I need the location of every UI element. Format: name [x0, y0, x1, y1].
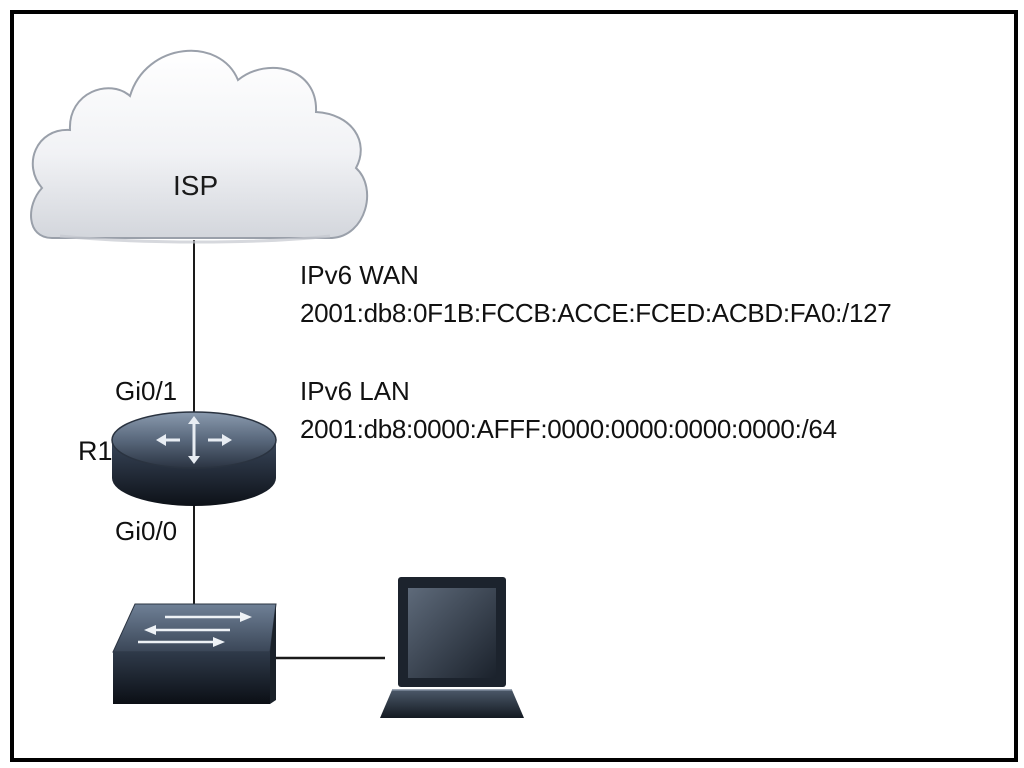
interface-gi0-1-label: Gi0/1 [115, 376, 178, 406]
interface-gi0-0-label: Gi0/0 [115, 516, 178, 546]
laptop-icon [380, 577, 524, 718]
wan-title: IPv6 WAN [300, 260, 419, 290]
switch-icon [112, 603, 277, 704]
wan-address: 2001:db8:0F1B:FCCB:ACCE:FCED:ACBD:FA0:/1… [300, 298, 892, 328]
router-name-label: R1 [78, 436, 113, 466]
lan-title: IPv6 LAN [300, 376, 410, 406]
router-icon [111, 411, 277, 506]
cloud-icon [30, 49, 369, 244]
isp-label: ISP [173, 170, 219, 201]
lan-address: 2001:db8:0000:AFFF:0000:0000:0000:0000:/… [300, 414, 837, 444]
